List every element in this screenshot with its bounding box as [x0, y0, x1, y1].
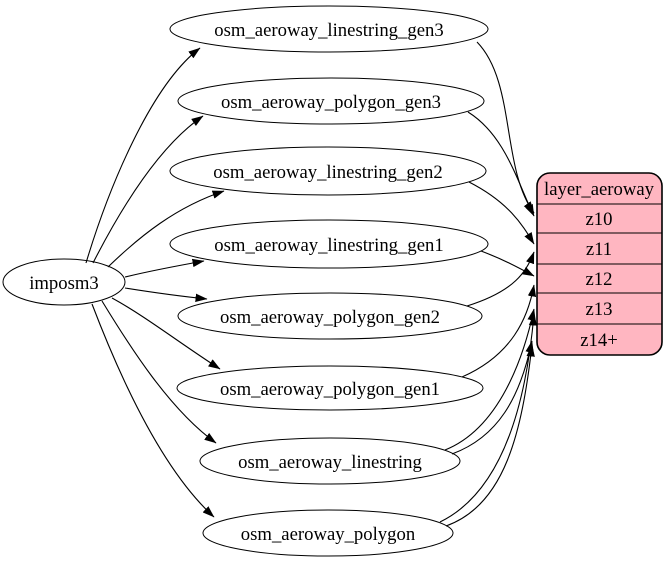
source-node-imposm3: imposm3 [2, 258, 126, 306]
edge-imposm3-polygon-gen2 [124, 287, 208, 302]
edge-imposm3-linestring-gen1 [124, 258, 205, 278]
table-node-osm-aeroway-linestring: osm_aeroway_linestring [199, 437, 461, 485]
node-shape [169, 5, 489, 53]
edge-polygon-gen1-z12 [461, 284, 537, 378]
edge-polygon-gen2-z11 [466, 251, 535, 307]
layer-row-z12: z12 [586, 269, 613, 290]
edge-polygon-z14plus [445, 344, 535, 527]
node-label: osm_aeroway_polygon_gen2 [220, 307, 440, 328]
table-node-osm-aeroway-polygon: osm_aeroway_polygon [202, 509, 454, 557]
node-label: osm_aeroway_linestring [238, 452, 422, 473]
edges-source-to-tables [85, 47, 225, 518]
table-node-osm-aeroway-linestring-gen1: osm_aeroway_linestring_gen1 [169, 219, 489, 269]
node-shape [199, 437, 461, 485]
node-label: osm_aeroway_linestring_gen2 [213, 162, 442, 183]
edge-linestring-gen3-z10 [476, 41, 535, 214]
node-label: osm_aeroway_polygon_gen1 [220, 379, 440, 400]
table-node-osm-aeroway-polygon-gen2: osm_aeroway_polygon_gen2 [177, 292, 483, 340]
edge-imposm3-linestring-gen2 [107, 190, 225, 268]
layer-title: layer_aeroway [544, 179, 655, 200]
node-shape [176, 365, 484, 411]
edge-linestring-gen2-z11 [468, 181, 535, 245]
edge-imposm3-polygon-gen3 [92, 115, 204, 264]
node-shape [169, 219, 489, 269]
layer-row-z14plus: z14+ [580, 330, 618, 351]
node-label: osm_aeroway_linestring_gen1 [214, 235, 443, 256]
node-shape [177, 292, 483, 340]
table-node-osm-aeroway-polygon-gen3: osm_aeroway_polygon_gen3 [177, 77, 485, 125]
edges-tables-to-layer [439, 41, 538, 527]
node-shape [2, 258, 126, 306]
node-label: osm_aeroway_linestring_gen3 [214, 20, 443, 41]
node-shape [169, 146, 487, 196]
edge-linestring-z14plus [451, 340, 534, 455]
edge-imposm3-linestring-gen3 [85, 47, 201, 264]
edge-imposm3-linestring [101, 300, 217, 444]
node-label: imposm3 [29, 273, 99, 294]
layer-row-z13: z13 [586, 299, 613, 320]
edge-linestring-z13 [444, 308, 536, 451]
table-node-osm-aeroway-linestring-gen3: osm_aeroway_linestring_gen3 [169, 5, 489, 53]
edge-linestring-gen1-z12 [480, 250, 535, 277]
node-label: osm_aeroway_polygon [241, 524, 416, 545]
layer-record-node: layer_aeroway z10 z11 z12 z13 z14+ [536, 172, 663, 356]
layer-row-z10: z10 [586, 209, 613, 230]
table-node-osm-aeroway-polygon-gen1: osm_aeroway_polygon_gen1 [176, 365, 484, 411]
node-shape [177, 77, 485, 125]
table-node-osm-aeroway-linestring-gen2: osm_aeroway_linestring_gen2 [169, 146, 487, 196]
edge-polygon-gen3-z10 [467, 111, 535, 217]
edge-imposm3-polygon [91, 303, 215, 518]
edge-imposm3-polygon-gen1 [111, 297, 221, 370]
node-label: osm_aeroway_polygon_gen3 [221, 92, 441, 113]
layer-row-z11: z11 [586, 239, 612, 260]
node-shape [202, 509, 454, 557]
